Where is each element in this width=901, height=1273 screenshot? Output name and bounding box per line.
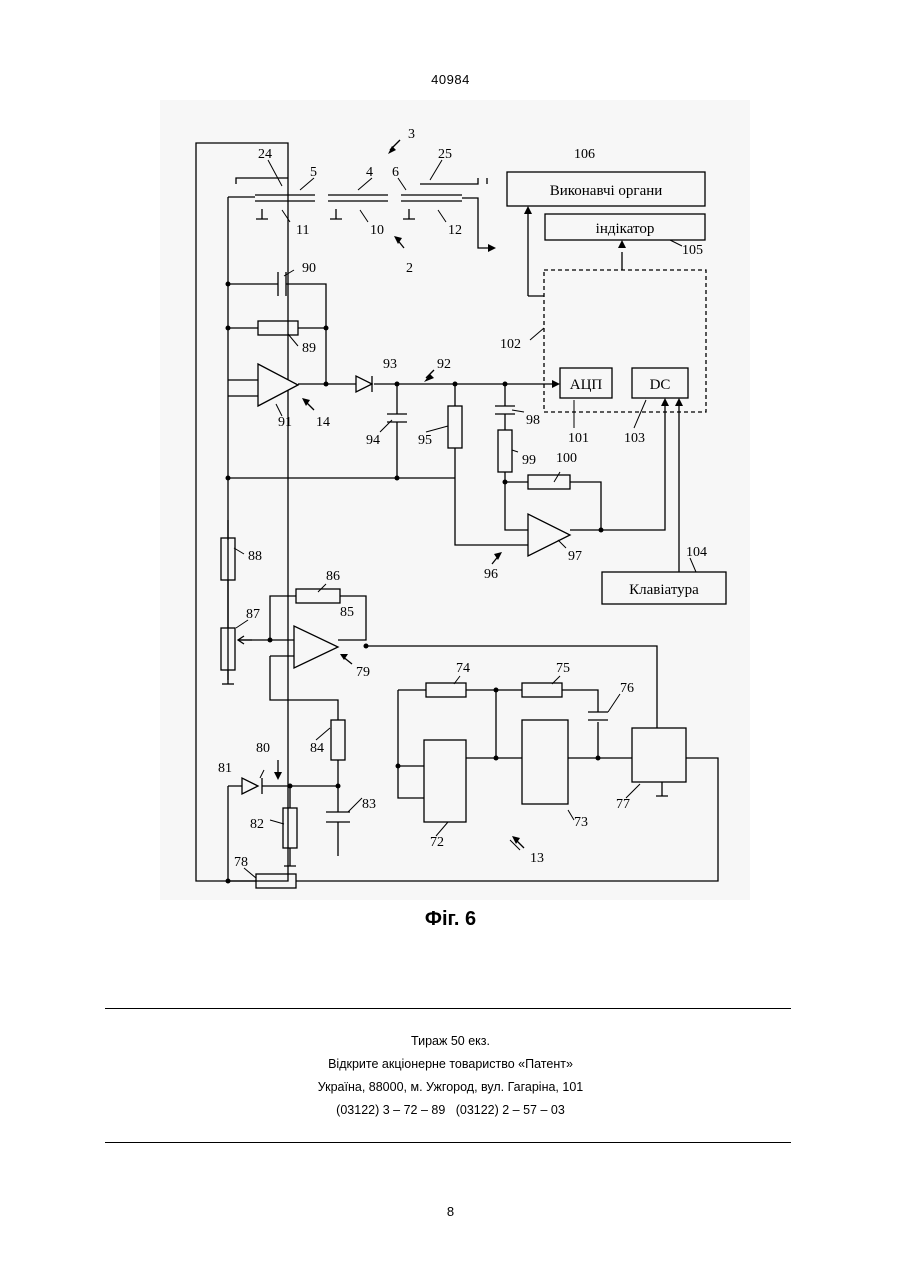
resistor-89: [258, 321, 298, 335]
resistor-86: [296, 589, 340, 603]
executive-organs-label: Виконавчі органи: [550, 183, 663, 199]
label-11: 11: [296, 223, 309, 238]
footer-address: Україна, 88000, м. Ужгород, вул. Гагарін…: [0, 1076, 901, 1099]
resistor-75: [522, 683, 562, 697]
label-81: 81: [218, 761, 232, 776]
label-99: 99: [522, 453, 536, 468]
diode-81: [242, 778, 258, 794]
block-77: [632, 728, 686, 782]
footer-rule-top: [105, 1008, 791, 1009]
label-96: 96: [484, 567, 498, 582]
label-89: 89: [302, 341, 316, 356]
label-100: 100: [556, 451, 577, 466]
resistor-84: [331, 720, 345, 760]
footer-phones: (03122) 3 – 72 – 89 (03122) 2 – 57 – 03: [0, 1099, 901, 1122]
label-87: 87: [246, 607, 260, 622]
label-98: 98: [526, 413, 540, 428]
block-73: [522, 720, 568, 804]
resistor-74: [426, 683, 466, 697]
label-6: 6: [392, 165, 399, 180]
label-88: 88: [248, 549, 262, 564]
label-75: 75: [556, 661, 570, 676]
label-85: 85: [340, 605, 354, 620]
label-84: 84: [310, 741, 324, 756]
label-95: 95: [418, 433, 432, 448]
label-24: 24: [258, 147, 272, 162]
opamp-91: [258, 364, 298, 406]
label-5: 5: [310, 165, 317, 180]
label-92: 92: [437, 357, 451, 372]
label-13: 13: [530, 851, 544, 866]
dc-label: DC: [650, 377, 671, 393]
page-number: 8: [0, 1204, 901, 1219]
opamp-97: [528, 514, 570, 556]
label-90: 90: [302, 261, 316, 276]
label-103: 103: [624, 431, 645, 446]
label-3: 3: [408, 127, 415, 142]
label-2: 2: [406, 261, 413, 276]
reference-numerals: 24 5 4 6 25 3 11 10 12 2 106 105 102 90 …: [218, 127, 707, 870]
footer: Тираж 50 екз. Відкрите акціонерне товари…: [0, 1030, 901, 1122]
label-80: 80: [256, 741, 270, 756]
footer-rule-bottom: [105, 1142, 791, 1143]
label-73: 73: [574, 815, 588, 830]
label-82: 82: [250, 817, 264, 832]
footer-publisher: Відкрите акціонерне товариство «Патент»: [0, 1053, 901, 1076]
resistor-100: [528, 475, 570, 489]
label-91: 91: [278, 415, 292, 430]
label-4: 4: [366, 165, 373, 180]
resistor-95: [448, 406, 462, 448]
label-12: 12: [448, 223, 462, 238]
junction-dots: [226, 282, 604, 884]
label-106: 106: [574, 147, 595, 162]
label-76: 76: [620, 681, 634, 696]
label-94: 94: [366, 433, 380, 448]
label-104: 104: [686, 545, 707, 560]
outer-loop-wire: [196, 143, 288, 881]
block-72: [424, 740, 466, 822]
figure-caption: Фіг. 6: [0, 908, 901, 931]
label-86: 86: [326, 569, 340, 584]
label-101: 101: [568, 431, 589, 446]
keyboard-label: Клавіатура: [629, 582, 699, 598]
label-72: 72: [430, 835, 444, 850]
label-74: 74: [456, 661, 470, 676]
label-10: 10: [370, 223, 384, 238]
resistor-82: [283, 808, 297, 848]
label-105: 105: [682, 243, 703, 258]
label-97: 97: [568, 549, 582, 564]
label-25: 25: [438, 147, 452, 162]
circuit-wires: [196, 143, 718, 881]
opamp-85: [294, 626, 338, 668]
adc-label: АЦП: [570, 377, 603, 393]
label-102: 102: [500, 337, 521, 352]
footer-circulation: Тираж 50 екз.: [0, 1030, 901, 1053]
indicator-label: індікатор: [596, 221, 655, 237]
label-78: 78: [234, 855, 248, 870]
label-14: 14: [316, 415, 330, 430]
label-93: 93: [383, 357, 397, 372]
label-83: 83: [362, 797, 376, 812]
label-77: 77: [616, 797, 630, 812]
diode-93: [356, 376, 372, 392]
resistor-99: [498, 430, 512, 472]
label-79: 79: [356, 665, 370, 680]
